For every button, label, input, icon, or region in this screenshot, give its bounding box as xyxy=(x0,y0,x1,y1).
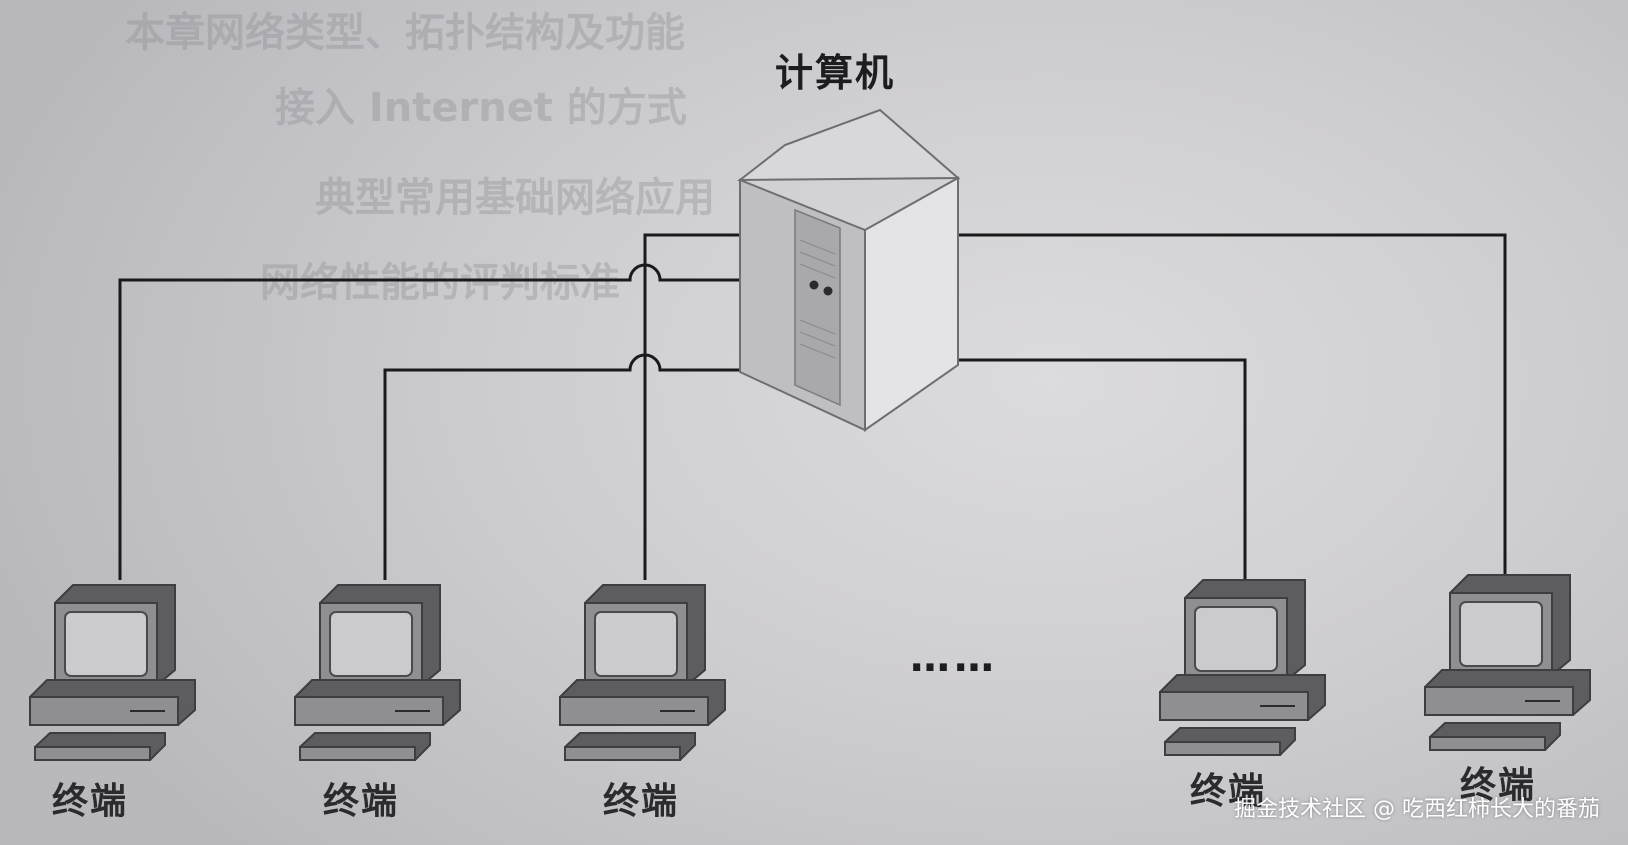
connection-line-terminal-1 xyxy=(118,263,740,580)
connection-line-terminal-5 xyxy=(955,233,1507,575)
terminal-label-1: 终端 xyxy=(52,781,129,822)
background-text-1: 本章网络类型、拓扑结构及功能 xyxy=(125,10,685,56)
terminal-label-4: 终端 xyxy=(1190,771,1267,812)
background-text-3: 典型常用基础网络应用 xyxy=(315,175,715,221)
monitor-screen xyxy=(329,611,413,677)
terminal-computer-icon xyxy=(1424,574,1591,751)
terminal-label-3: 终端 xyxy=(603,781,680,822)
server-icon xyxy=(737,108,961,432)
terminal-computer-icon xyxy=(294,584,461,761)
monitor-screen xyxy=(64,611,148,677)
terminal-label-2: 终端 xyxy=(323,781,400,822)
watermark: 掘金技术社区 @ 吃西红柿长大的番茄 xyxy=(1234,797,1600,822)
server-label: 计算机 xyxy=(775,51,896,95)
background-text-4: 网络性能的评判标准 xyxy=(260,260,620,306)
terminal-label-5: 终端 xyxy=(1460,765,1537,806)
connections xyxy=(118,233,1507,580)
terminal-computer-icon xyxy=(559,584,726,761)
monitor-screen xyxy=(1194,606,1278,672)
connection-line-terminal-2 xyxy=(383,353,740,580)
monitor-screen xyxy=(594,611,678,677)
connection-line-terminal-3 xyxy=(643,233,740,580)
terminal-computer-icon xyxy=(29,584,196,761)
more-terminals-ellipsis: …… xyxy=(910,635,998,681)
monitor-screen xyxy=(1459,601,1543,667)
background-text-2: 接入 Internet 的方式 xyxy=(275,85,687,131)
terminal-computer-icon xyxy=(1159,579,1326,756)
connection-line-terminal-4 xyxy=(955,358,1247,580)
